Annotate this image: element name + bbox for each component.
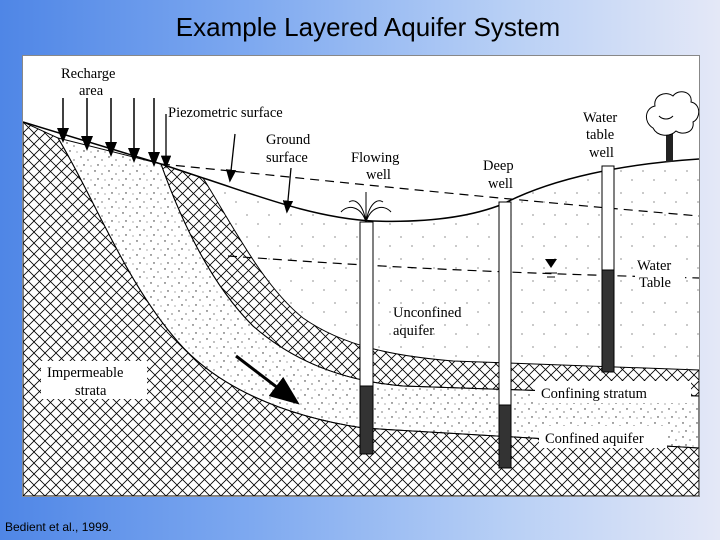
recharge-area-label-1: Recharge [61,66,115,82]
flowing-well-label-2: well [366,167,391,183]
flowing-well [340,192,392,455]
aquifer-diagram: Recharge area Piezometric surface Ground… [22,55,700,497]
confined-aquifer-label: Confined aquifer [545,431,644,447]
ground-surface-label-1: Ground [266,132,311,148]
ground-surface-pointer [282,167,294,214]
tree-icon [646,91,700,162]
piezometric-surface-label: Piezometric surface [168,105,283,121]
citation: Bedient et al., 1999. [5,520,112,534]
water-table-label-2: Table [639,275,671,291]
unconfined-aquifer [203,159,699,370]
recharge-arrows [57,98,160,167]
ground-surface-label-2: surface [266,150,308,166]
unconfined-aquifer-label-2: aquifer [393,323,434,339]
impermeable-strata-label-1: Impermeable [47,365,124,381]
deep-well [498,201,512,469]
piezometric-surface-line [160,163,700,217]
flowing-well-label-1: Flowing [351,150,399,166]
water-table-symbol [545,259,557,278]
piezometric-pointer-2 [225,133,237,183]
water-table-well [601,165,615,373]
water-table-well-label-2: table [586,127,614,143]
deep-well-label-1: Deep [483,158,514,174]
slide-title: Example Layered Aquifer System [175,12,561,42]
unconfined-aquifer-label-1: Unconfined [393,305,462,321]
impermeable-strata-label-2: strata [75,383,107,399]
water-table-well-label-1: Water [583,110,617,126]
deep-well-label-2: well [488,176,513,192]
flow-direction-arrow [235,354,300,405]
water-table-label-1: Water [637,258,671,274]
confining-stratum-label: Confining stratum [541,386,648,402]
ground-surface-line [22,121,700,223]
water-table-well-label-3: well [589,145,614,161]
recharge-area-label-2: area [79,83,104,99]
